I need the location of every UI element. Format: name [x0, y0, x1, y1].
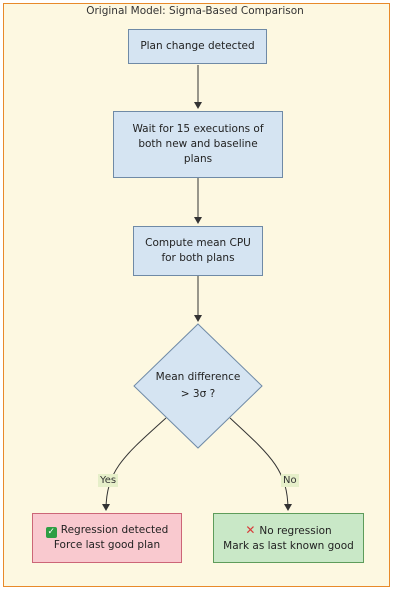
- edge-no: [229, 417, 292, 511]
- diagram-title: Original Model: Sigma-Based Comparison: [86, 5, 304, 17]
- decision-label: Mean difference > 3σ ?: [155, 371, 241, 400]
- edge-label-no: No: [281, 474, 299, 487]
- node-regression-detected: ✓Regression detected Force last good pla…: [32, 513, 182, 563]
- diagram-frame: [3, 3, 390, 587]
- node-no-regression: ✕No regression Mark as last known good: [213, 513, 364, 563]
- node-wait-executions: Wait for 15 executions of both new and b…: [113, 111, 283, 178]
- edge-yes: [102, 417, 167, 511]
- check-icon: ✓: [45, 527, 57, 538]
- decision-diamond: [133, 323, 263, 449]
- edge-label-yes: Yes: [98, 474, 119, 487]
- node-compute-mean: Compute mean CPU for both plans: [133, 226, 263, 276]
- cross-icon: ✕: [245, 522, 256, 537]
- node-plan-change: Plan change detected: [128, 29, 267, 64]
